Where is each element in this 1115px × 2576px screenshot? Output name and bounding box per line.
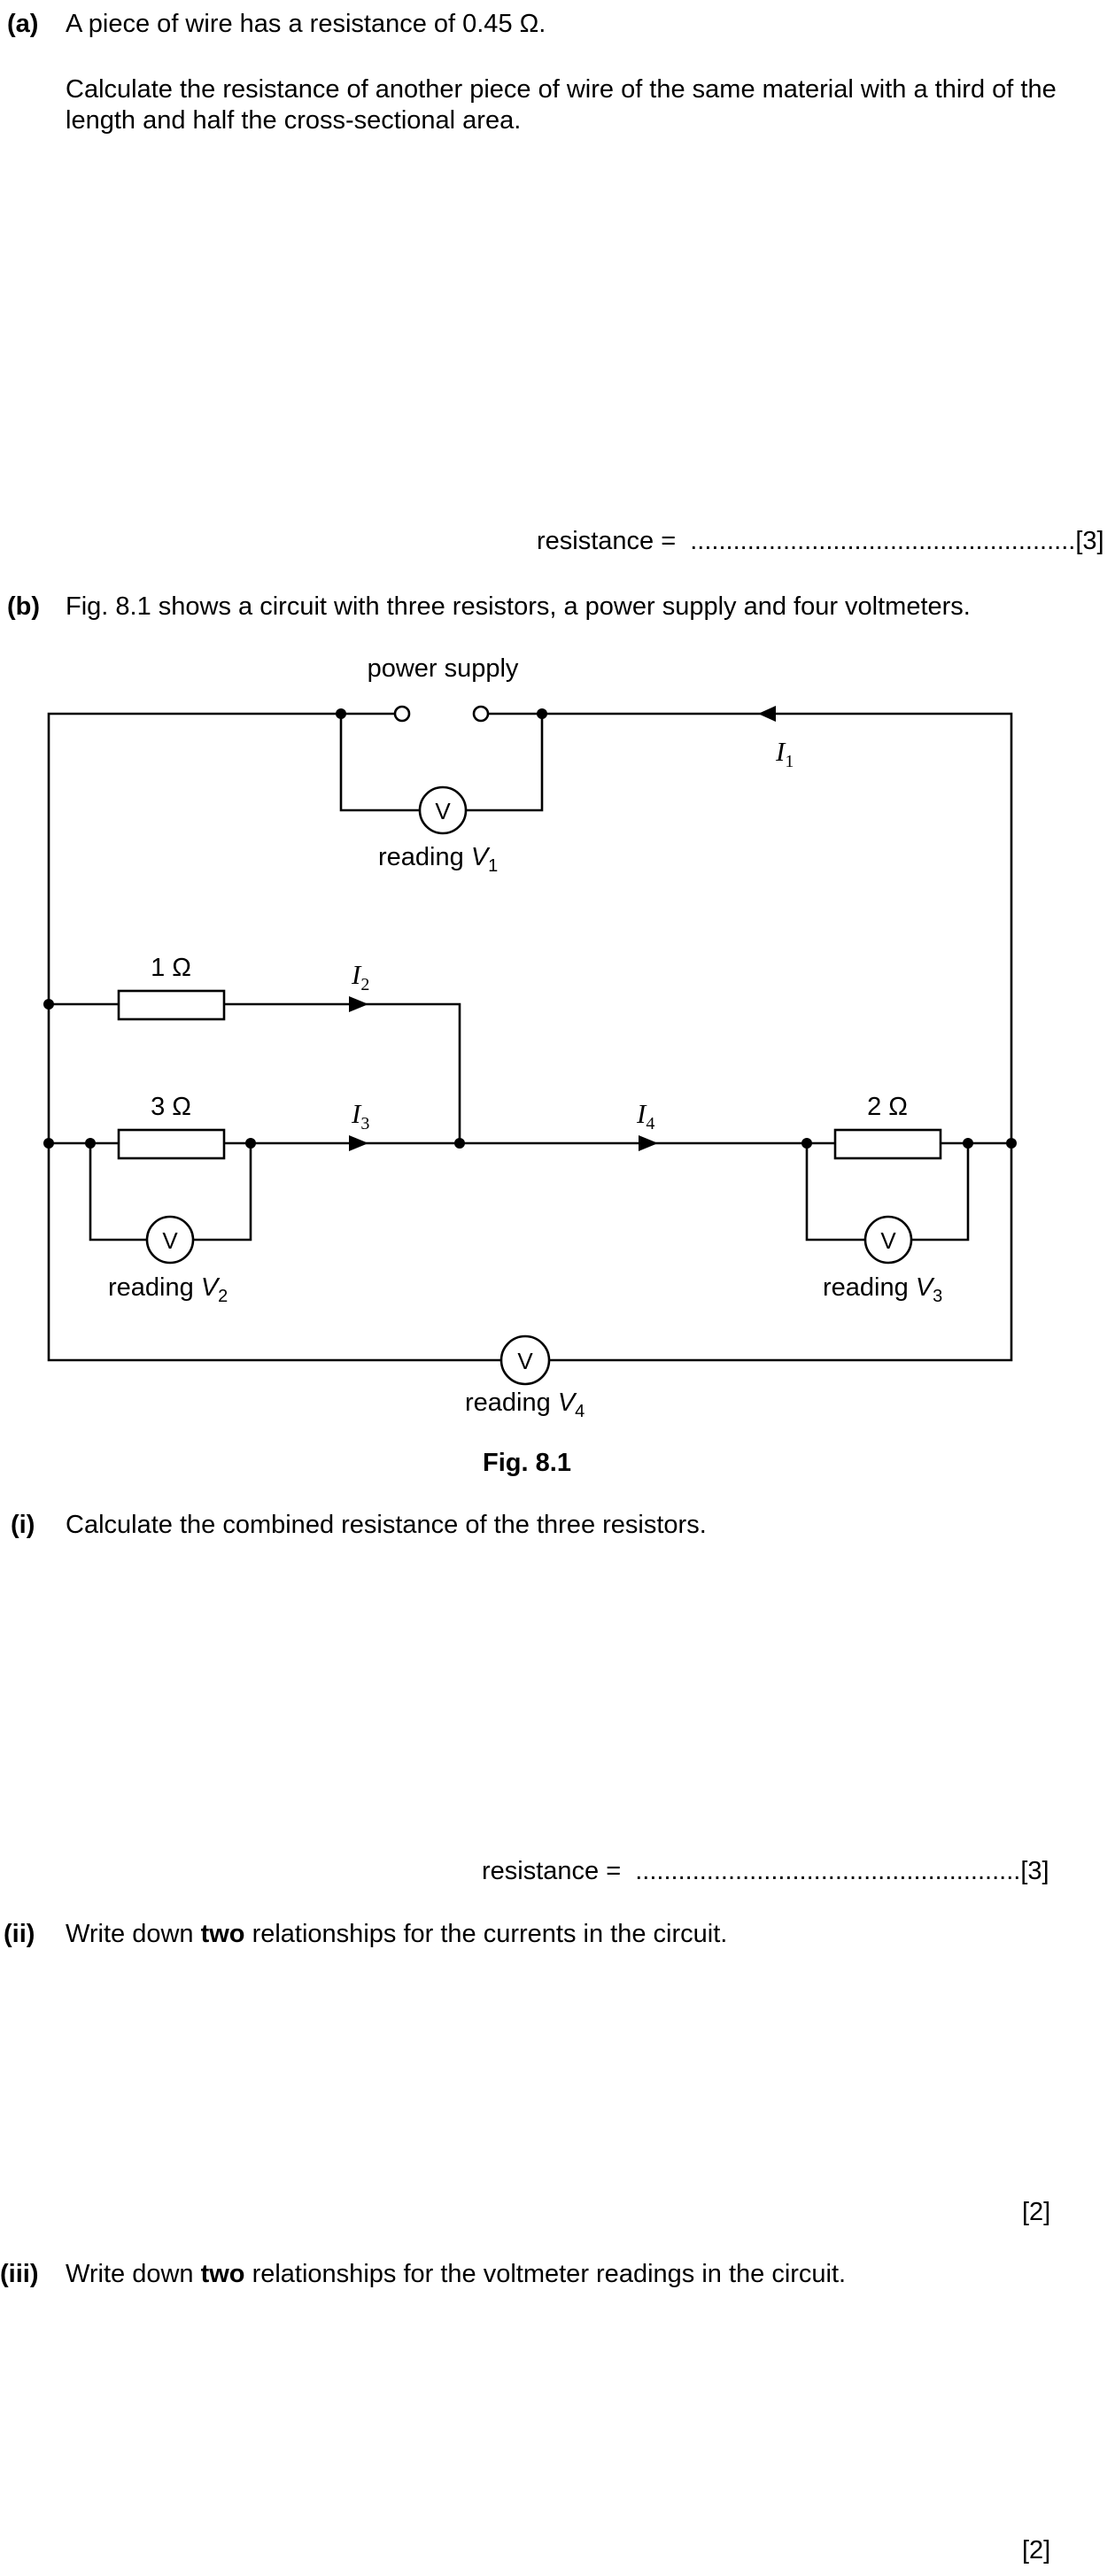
voltmeter-v4: [499, 1334, 551, 1386]
part-iii-label: (iii): [0, 2260, 39, 2288]
current-arrow-i4: [639, 1135, 658, 1151]
part-a-label: (a): [7, 10, 39, 38]
voltmeter-v3-symbol: V: [880, 1227, 896, 1254]
subscript: 3: [933, 1287, 942, 1306]
junction-dot: [537, 708, 547, 719]
wire-1ohm-right: [224, 1002, 461, 1143]
reading-symbol: V: [916, 1273, 935, 1302]
current-arrow-i1: [758, 706, 776, 722]
voltmeter-v1-symbol: V: [435, 798, 451, 824]
resistor-2-ohm-label: 2 Ω: [867, 1093, 908, 1121]
reading-v3-label: reading V3: [823, 1273, 942, 1306]
current-label-i1: I1: [775, 736, 794, 771]
subscript: 4: [575, 1402, 585, 1421]
part-a-question-line-2: length and half the cross-sectional area…: [66, 106, 522, 135]
reading-word: reading: [465, 1389, 551, 1417]
junction-dot: [336, 708, 346, 719]
figure-caption: Fig. 8.1: [483, 1449, 571, 1477]
junction-dot: [43, 999, 54, 1010]
answer-field[interactable]: ........................................…: [635, 1857, 1021, 1885]
wire-v3-left: [805, 1143, 867, 1242]
reading-symbol: V: [201, 1273, 221, 1302]
junction-dot: [85, 1138, 96, 1149]
part-i-question: Calculate the combined resistance of the…: [66, 1511, 707, 1539]
part-a-answer-line: resistance = ...........................…: [537, 526, 1104, 556]
current-arrow-i2: [349, 996, 368, 1012]
resistor-1-ohm: [117, 989, 226, 1021]
resistor-3-ohm: [117, 1128, 226, 1160]
circuit-diagram: power supply V V V V reading V1 reading …: [43, 654, 1017, 1421]
reading-v1-label: reading V1: [378, 843, 498, 876]
resistor-3-ohm-label: 3 Ω: [151, 1093, 191, 1121]
reading-v2-label: reading V2: [108, 1273, 228, 1306]
junction-dot: [245, 1138, 256, 1149]
resistor-1-ohm-label: 1 Ω: [151, 954, 191, 982]
marks: [3]: [1075, 527, 1104, 555]
part-iii-marks: [2]: [1022, 2536, 1051, 2564]
part-a-statement: A piece of wire has a resistance of 0.45…: [66, 10, 546, 38]
wire-v2-left: [89, 1143, 149, 1242]
junction-dot: [43, 1138, 54, 1149]
reading-symbol: V: [558, 1389, 577, 1417]
wire-v3-right: [909, 1143, 970, 1242]
answer-prefix: resistance =: [482, 1857, 622, 1885]
wire-v1-left: [339, 714, 422, 812]
reading-word: reading: [108, 1273, 194, 1302]
reading-word: reading: [378, 843, 464, 871]
part-ii-question: Write down two relationships for the cur…: [66, 1920, 728, 1948]
part-iii-question: Write down two relationships for the vol…: [66, 2260, 847, 2288]
answer-field[interactable]: ........................................…: [690, 527, 1076, 555]
subscript: 2: [218, 1287, 228, 1306]
junction-dot: [801, 1138, 812, 1149]
reading-word: reading: [823, 1273, 909, 1302]
current-arrow-i3: [349, 1135, 368, 1151]
part-b-statement: Fig. 8.1 shows a circuit with three resi…: [66, 592, 971, 621]
junction-dot: [963, 1138, 973, 1149]
part-a-question-line-1: Calculate the resistance of another piec…: [66, 75, 1057, 104]
ps-terminal-left: [393, 705, 411, 723]
ps-terminal-right: [472, 705, 490, 723]
wire-left-outer: [47, 712, 500, 1362]
part-ii-label: (ii): [4, 1920, 35, 1948]
current-label-i3: I3: [351, 1098, 369, 1133]
voltmeter-v4-symbol: V: [517, 1348, 533, 1374]
wire-v1-right: [463, 714, 544, 812]
voltmeter-v1: [418, 785, 468, 835]
part-b-label: (b): [7, 592, 41, 621]
part-i-answer-line: resistance = ...........................…: [482, 1856, 1049, 1886]
current-label-i2: I2: [351, 959, 369, 994]
marks: [3]: [1020, 1857, 1049, 1885]
part-ii-marks: [2]: [1022, 2198, 1051, 2226]
junction-dot: [454, 1138, 465, 1149]
resistor-2-ohm: [833, 1128, 942, 1160]
wire-right-outer: [542, 712, 1013, 1362]
wire-v2-right: [191, 1143, 252, 1242]
junction-dot: [1006, 1138, 1017, 1149]
reading-symbol: V: [471, 843, 491, 871]
voltmeter-v3: [863, 1215, 913, 1265]
subscript: 1: [488, 856, 498, 876]
part-i-label: (i): [11, 1511, 35, 1539]
power-supply-label: power supply: [368, 654, 519, 683]
voltmeter-v2-symbol: V: [162, 1227, 178, 1254]
current-label-i4: I4: [636, 1098, 654, 1133]
answer-prefix: resistance =: [537, 527, 677, 555]
reading-v4-label: reading V4: [465, 1389, 585, 1421]
voltmeter-v2: [145, 1215, 195, 1265]
